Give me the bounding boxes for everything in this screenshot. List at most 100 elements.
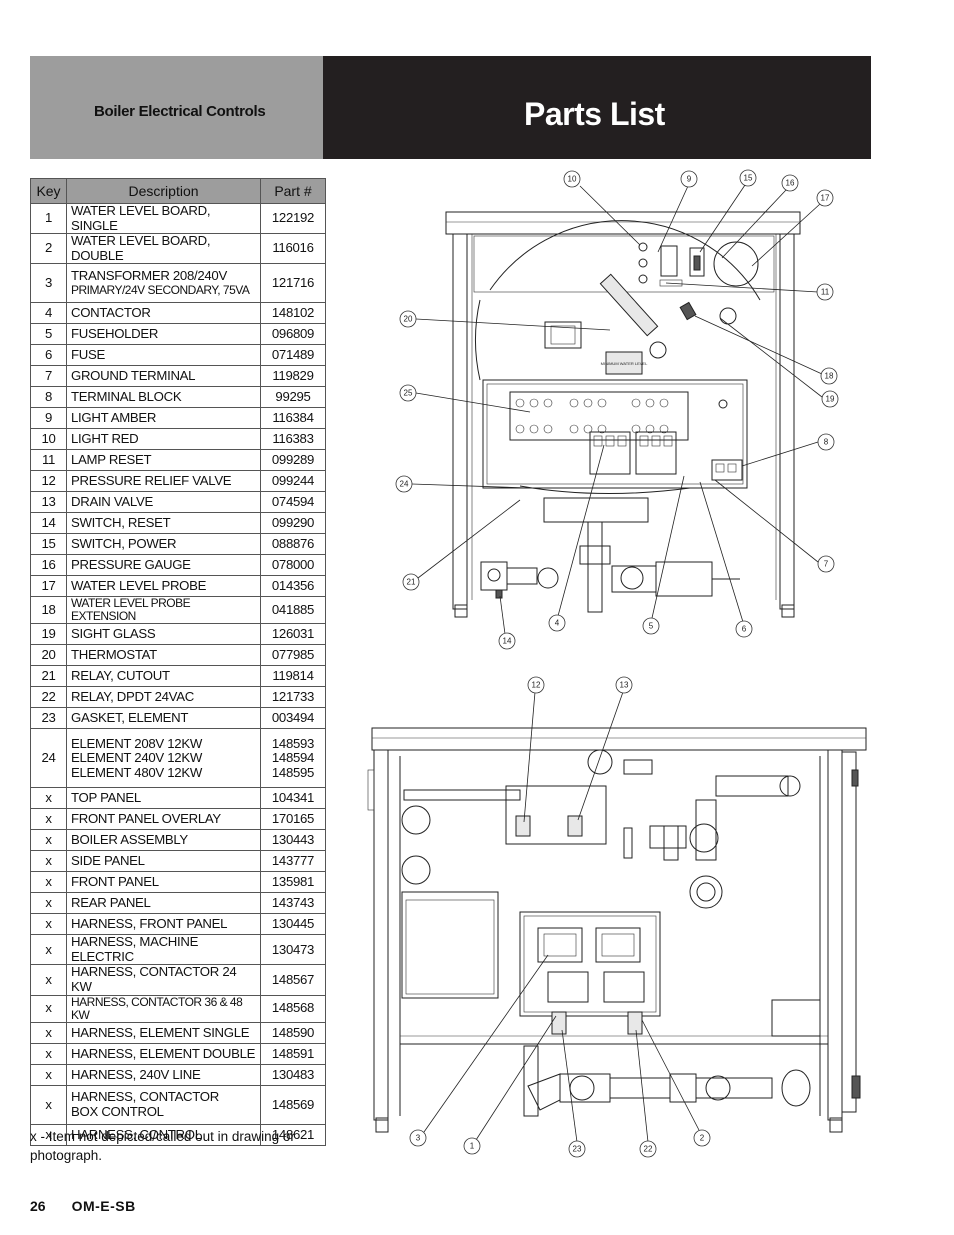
cell-description: TERMINAL BLOCK xyxy=(66,386,261,409)
description-line: SWITCH, RESET xyxy=(71,514,171,530)
description-line: DRAIN VALVE xyxy=(71,493,153,509)
part-number-line: 148591 xyxy=(271,1045,315,1061)
part-number-line: 148594 xyxy=(271,750,315,766)
cell-description: FUSE xyxy=(66,344,261,367)
description-line: FUSEHOLDER xyxy=(71,325,159,341)
callout-8: 8 xyxy=(817,433,835,451)
svg-text:14: 14 xyxy=(503,637,512,646)
description-line: LIGHT RED xyxy=(71,430,139,446)
cell-description: HARNESS, ELEMENT SINGLE xyxy=(66,1021,261,1044)
cell-part-number: 078000 xyxy=(260,554,326,577)
part-number-line: 148567 xyxy=(271,971,315,987)
part-number-line: 121716 xyxy=(271,274,315,290)
column-header-description: Description xyxy=(66,178,261,204)
part-number-line: 170165 xyxy=(271,811,315,827)
cell-part-number: 170165 xyxy=(260,808,326,831)
svg-text:20: 20 xyxy=(404,315,413,324)
description-line: SWITCH, POWER xyxy=(71,535,177,551)
cell-key: x xyxy=(30,964,67,996)
part-number-line: 104341 xyxy=(271,790,315,806)
svg-text:4: 4 xyxy=(555,619,560,628)
part-number-line: 122192 xyxy=(271,210,315,226)
part-number-line: 148593 xyxy=(271,735,315,751)
svg-text:10: 10 xyxy=(568,175,577,184)
part-number-line: 99295 xyxy=(275,388,311,404)
cell-description: CONTACTOR xyxy=(66,302,261,325)
page-title: Parts List xyxy=(524,96,665,132)
cell-description: PRESSURE GAUGE xyxy=(66,554,261,577)
cell-part-number: 116384 xyxy=(260,407,326,430)
svg-text:13: 13 xyxy=(620,681,629,690)
top-view-drawing: MINIMUM WATER LEVEL xyxy=(445,211,801,618)
svg-text:12: 12 xyxy=(532,681,541,690)
description-line: GROUND TERMINAL xyxy=(71,367,196,383)
cell-description: THERMOSTAT xyxy=(66,644,261,667)
part-number-line: 130445 xyxy=(271,916,315,932)
cell-description: WATER LEVEL BOARD, SINGLE xyxy=(66,202,261,235)
cell-key: 2 xyxy=(30,233,67,265)
document-code: OM-E-SB xyxy=(71,1198,136,1214)
part-number-line: 148569 xyxy=(271,1096,315,1112)
callout-6: 6 xyxy=(735,620,753,638)
callout-7: 7 xyxy=(817,555,835,573)
svg-text:24: 24 xyxy=(400,480,409,489)
description-line: HARNESS, MACHINE ELECTRIC xyxy=(71,934,199,964)
svg-text:5: 5 xyxy=(649,622,654,631)
cell-part-number: 122192 xyxy=(260,202,326,235)
description-line: THERMOSTAT xyxy=(71,647,157,663)
cell-description: HARNESS, CONTACTOR 36 & 48 KW xyxy=(66,994,261,1023)
cell-part-number: 099244 xyxy=(260,470,326,493)
cell-description: WATER LEVEL PROBE EXTENSION xyxy=(66,596,261,625)
part-number-line: 130473 xyxy=(271,941,315,957)
part-number-line: 148621 xyxy=(271,1126,315,1142)
description-line: FRONT PANEL OVERLAY xyxy=(71,811,221,827)
callout-15: 15 xyxy=(739,169,757,187)
callout-17: 17 xyxy=(816,189,834,207)
cell-part-number: 130445 xyxy=(260,913,326,936)
description-line: HARNESS, CONTACTOR xyxy=(71,1089,219,1105)
cell-part-number: 148568 xyxy=(260,994,326,1023)
title-header-band: Parts List xyxy=(323,56,871,159)
page-number: 26 xyxy=(30,1198,46,1214)
svg-text:2: 2 xyxy=(700,1134,705,1143)
description-line: PRIMARY/24V SECONDARY, 75VA xyxy=(71,282,250,297)
callout-22: 22 xyxy=(639,1140,657,1158)
part-number-line: 003494 xyxy=(271,710,315,726)
part-number-line: 121733 xyxy=(271,689,315,705)
cell-description: HARNESS, CONTROL xyxy=(66,1123,261,1146)
description-line: LAMP RESET xyxy=(71,451,152,467)
description-line: GASKET, ELEMENT xyxy=(71,710,189,726)
description-line: ELEMENT 240V 12KW xyxy=(71,750,202,766)
description-line: WATER LEVEL PROBE EXTENSION xyxy=(71,596,191,624)
cell-part-number: 099290 xyxy=(260,512,326,535)
callout-13: 13 xyxy=(615,676,633,694)
part-number-line: 116383 xyxy=(272,430,314,446)
column-header-part: Part # xyxy=(260,178,326,204)
svg-text:1: 1 xyxy=(470,1142,475,1151)
callout-2: 2 xyxy=(693,1129,711,1147)
description-line: TOP PANEL xyxy=(71,790,141,806)
cell-part-number: 119829 xyxy=(260,365,326,388)
cell-description: SIGHT GLASS xyxy=(66,623,261,646)
part-number-line: 014356 xyxy=(271,577,315,593)
